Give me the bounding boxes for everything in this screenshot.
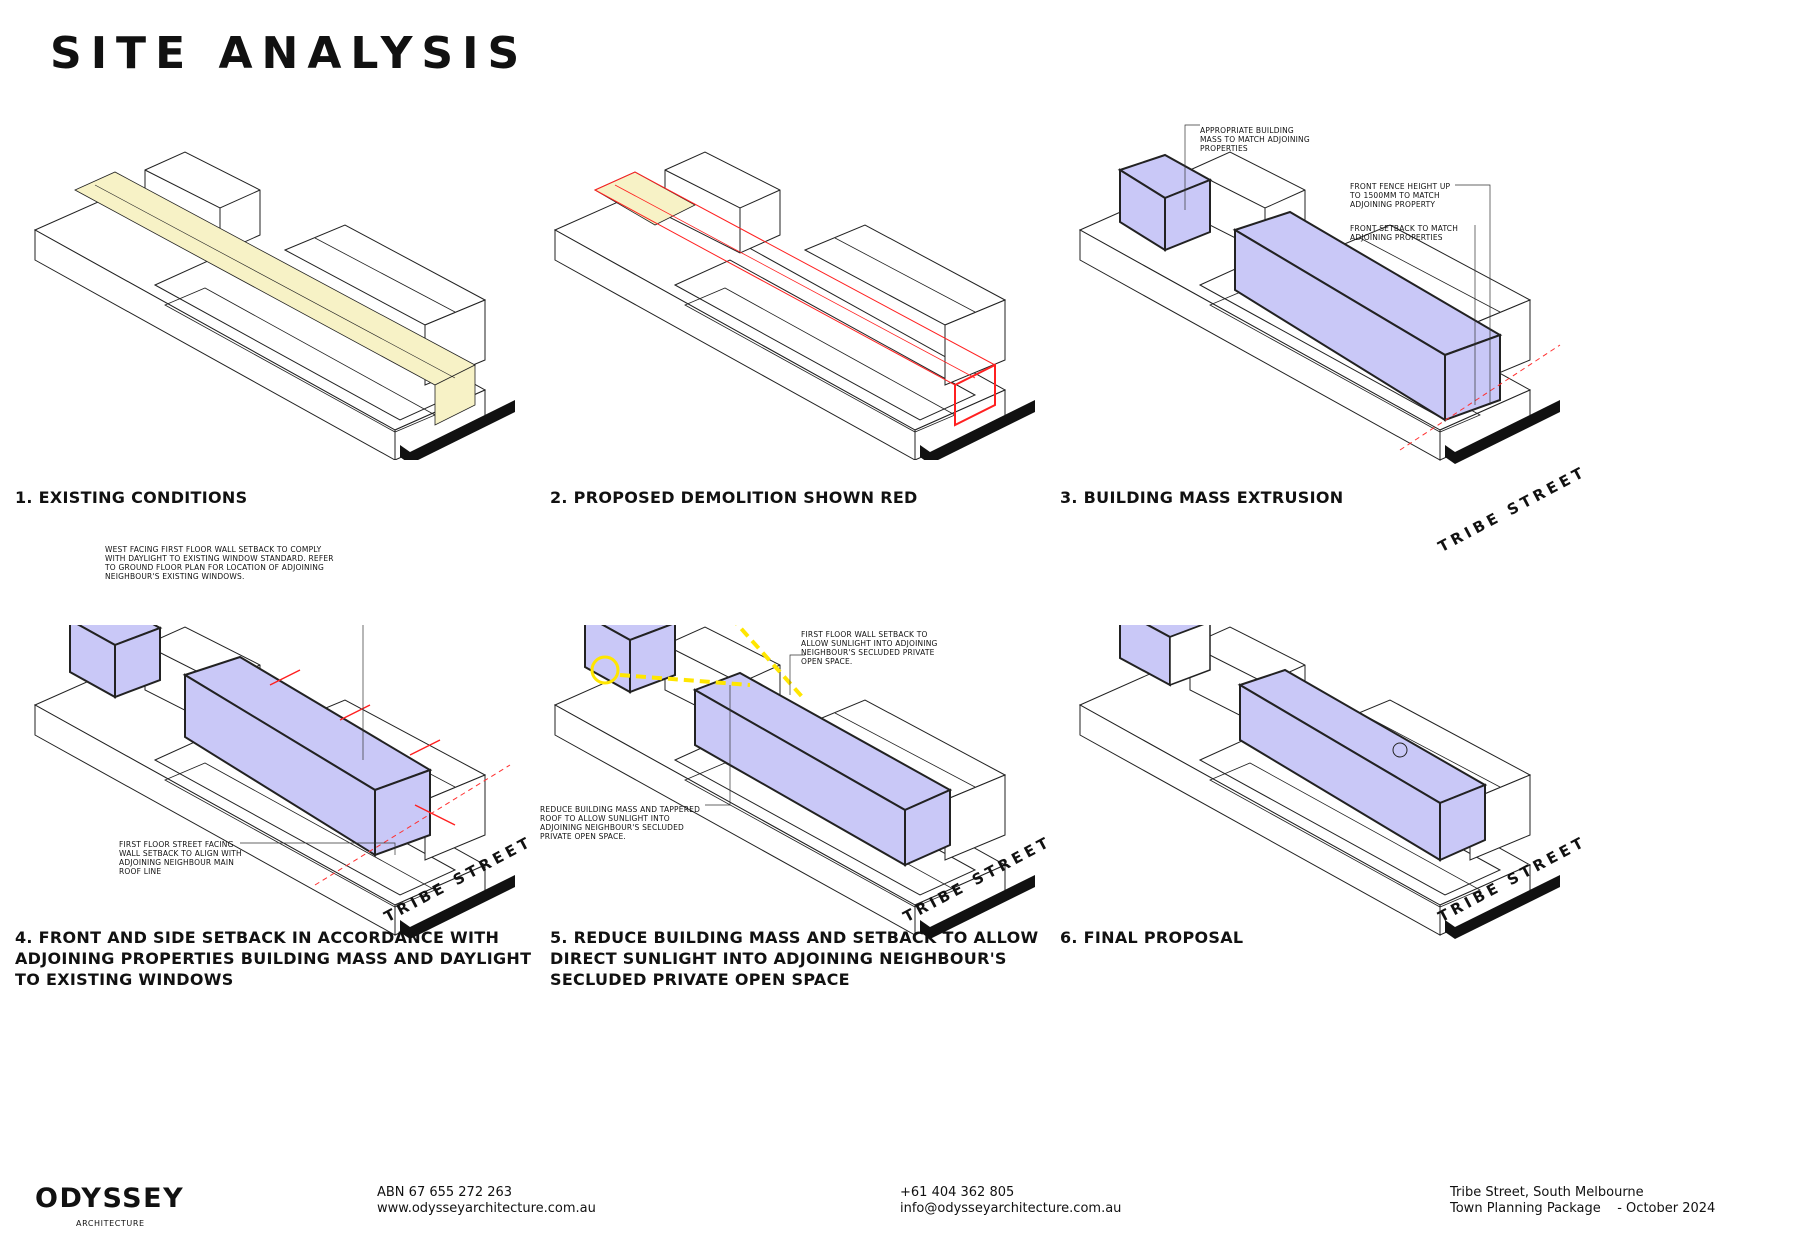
final-proposal-drawing <box>1079 625 1561 940</box>
callout-note: FIRST FLOOR WALL SETBACK TO ALLOW SUNLIG… <box>801 630 938 666</box>
panel-caption: 4. FRONT AND SIDE SETBACK IN ACCORDANCE … <box>15 928 532 989</box>
project-address: Tribe Street, South Melbourne <box>1450 1185 1644 1200</box>
setback-drawing <box>34 625 516 940</box>
callout-note: FRONT SETBACK TO MATCH ADJOINING PROPERT… <box>1350 224 1459 242</box>
mass-extrusion-drawing <box>1079 124 1561 465</box>
diagram-panel-1: 1. EXISTING CONDITIONS <box>15 130 575 600</box>
existing-conditions-drawing <box>34 151 516 460</box>
diagram-panel-5: FIRST FLOOR WALL SETBACK TO ALLOW SUNLIG… <box>535 625 1095 1095</box>
callout-note: FIRST FLOOR STREET FACING WALL SETBACK T… <box>119 840 242 876</box>
street-label: TRIBE STREET <box>1435 462 1590 556</box>
panel-caption: 5. REDUCE BUILDING MASS AND SETBACK TO A… <box>550 928 1039 989</box>
email-link[interactable]: info@odysseyarchitecture.com.au <box>900 1201 1122 1216</box>
package-info: Town Planning Package - October 2024 <box>1450 1201 1716 1216</box>
diagram-panel-3: APPROPRIATE BUILDING MASS TO MATCH ADJOI… <box>1060 120 1620 590</box>
diagram-panel-4: WEST FACING FIRST FLOOR WALL SETBACK TO … <box>15 545 575 1095</box>
callout-note: APPROPRIATE BUILDING MASS TO MATCH ADJOI… <box>1200 126 1310 153</box>
callout-note: REDUCE BUILDING MASS AND TAPPERED ROOF T… <box>540 805 701 841</box>
abn-text: ABN 67 655 272 263 <box>377 1185 513 1200</box>
diagram-panel-6: TRIBE STREET 6. FINAL PROPOSAL <box>1060 625 1620 1095</box>
callout-note: FRONT FENCE HEIGHT UP TO 1500MM TO MATCH… <box>1350 182 1451 209</box>
phone-text: +61 404 362 805 <box>900 1185 1015 1200</box>
brand-subtitle: ARCHITECTURE <box>76 1219 145 1228</box>
diagram-panel-2: 2. PROPOSED DEMOLITION SHOWN RED <box>535 130 1095 600</box>
demolition-drawing <box>554 151 1036 460</box>
callout-note: WEST FACING FIRST FLOOR WALL SETBACK TO … <box>105 545 334 581</box>
panel-caption: 1. EXISTING CONDITIONS <box>15 488 248 507</box>
panel-caption: 6. FINAL PROPOSAL <box>1060 928 1244 947</box>
page-title: SITE ANALYSIS <box>50 28 529 79</box>
panel-caption: 3. BUILDING MASS EXTRUSION <box>1060 488 1344 507</box>
sunlight-drawing <box>554 625 1036 940</box>
website-link[interactable]: www.odysseyarchitecture.com.au <box>377 1201 596 1216</box>
panel-caption: 2. PROPOSED DEMOLITION SHOWN RED <box>550 488 918 507</box>
brand-logo: ODYSSEY <box>35 1183 185 1214</box>
